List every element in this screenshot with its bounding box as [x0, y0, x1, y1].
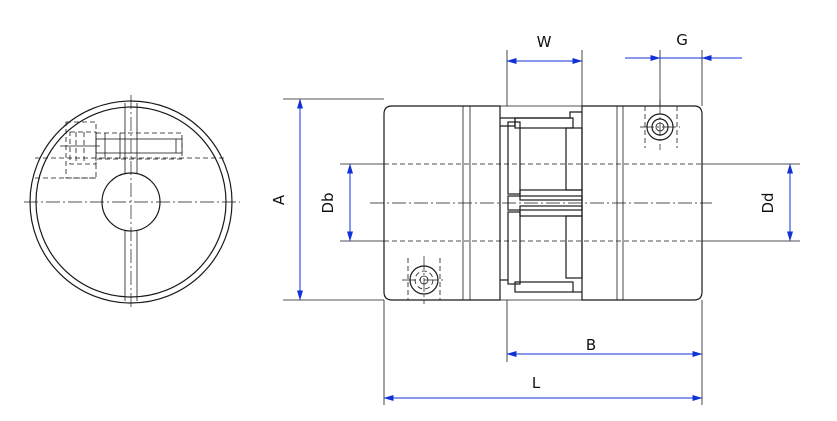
side-view: [370, 100, 712, 304]
label-dd: Dd: [759, 192, 777, 213]
jaw-lower-left: [507, 211, 521, 285]
clamp-screw: [35, 121, 225, 179]
label-b: B: [586, 336, 596, 354]
label-a: A: [270, 194, 288, 205]
label-l: L: [532, 374, 541, 392]
label-w: W: [537, 33, 552, 51]
spider-center-bottom: [519, 205, 583, 217]
set-screw-right: [640, 100, 680, 150]
screw-shank: [95, 132, 183, 160]
jaw-upper-right: [565, 127, 583, 191]
spider-center-top: [519, 189, 583, 201]
set-screw-left: [402, 256, 446, 304]
jaw-lower-right: [565, 215, 583, 279]
left-hub-outline: [383, 105, 501, 301]
label-g: G: [676, 31, 688, 49]
screw-thread: [95, 138, 183, 154]
screw-pocket: [65, 121, 97, 179]
dimensions: W G A Db Dd B L: [270, 31, 800, 405]
label-db: Db: [319, 192, 337, 213]
end-view: [24, 95, 240, 310]
jaw-upper-left: [507, 121, 521, 195]
right-hub-outline: [581, 105, 703, 301]
screw-head: [69, 131, 97, 165]
